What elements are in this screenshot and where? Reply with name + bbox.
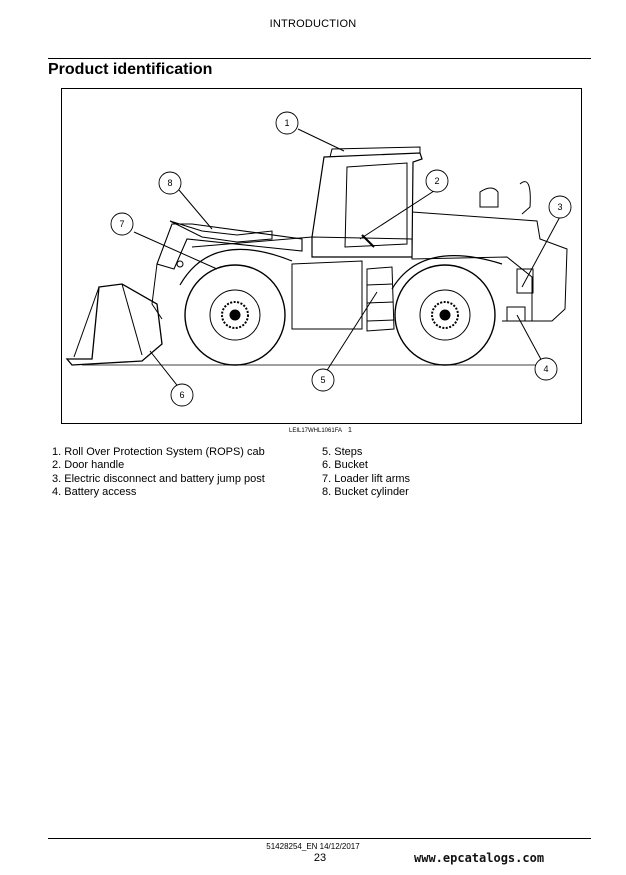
- legend-item: 1. Roll Over Protection System (ROPS) ca…: [52, 446, 265, 459]
- callout-label-6: 6: [179, 390, 184, 400]
- legend-item: 2. Door handle: [52, 459, 265, 472]
- step-line-1: [366, 283, 393, 286]
- bucket-cylinder: [169, 220, 273, 243]
- legend-number: 2.: [52, 459, 62, 472]
- leader-8: [178, 189, 213, 230]
- front-fender: [179, 248, 293, 286]
- front-axle: [229, 309, 241, 321]
- legend-text: Electric disconnect and battery jump pos…: [64, 472, 265, 485]
- callout-label-1: 1: [284, 118, 289, 128]
- legend-text: Battery access: [64, 485, 137, 498]
- arm-pivot: [176, 260, 184, 268]
- callout-circle-3: [548, 195, 572, 219]
- rear-hub: [431, 301, 459, 329]
- legend-item: 7. Loader lift arms: [322, 473, 410, 486]
- callout-label-7: 7: [119, 219, 124, 229]
- bucket-rib: [121, 283, 143, 356]
- front-wheel: [184, 264, 286, 366]
- tilt-linkage: [151, 263, 163, 320]
- legend-number: 8.: [322, 485, 332, 498]
- exhaust-stack: [519, 181, 531, 215]
- door-handle: [361, 234, 375, 248]
- leader-1: [297, 128, 345, 152]
- callout-circle-6: [170, 383, 194, 407]
- document-id: 51428254_EN 14/12/2017: [266, 842, 360, 851]
- figure-number: 1: [348, 427, 352, 434]
- legend-text: Bucket: [334, 459, 368, 472]
- callout-circle-7: [110, 212, 134, 236]
- wheel-loader-figure: 1 2 3 4 5 6 7 8: [61, 88, 582, 424]
- leader-4: [516, 314, 545, 366]
- legend-text: Steps: [334, 446, 363, 458]
- legend-left: 1. Roll Over Protection System (ROPS) ca…: [52, 446, 265, 499]
- page-title: Product identification: [48, 61, 213, 78]
- legend-right: 5. Steps 6. Bucket 7. Loader lift arms 8…: [322, 446, 410, 499]
- bucket: [65, 283, 163, 366]
- legend-item: 8. Bucket cylinder: [322, 486, 410, 499]
- rear-rim: [419, 289, 471, 341]
- callout-label-2: 2: [434, 176, 439, 186]
- pre-cleaner: [479, 187, 499, 208]
- section-header: INTRODUCTION: [269, 18, 357, 30]
- leader-6: [149, 350, 181, 390]
- title-divider: [48, 58, 591, 59]
- callout-circle-4: [534, 357, 558, 381]
- loader-lift-arm: [156, 223, 303, 270]
- legend-item: 5. Steps: [322, 446, 410, 459]
- wheel-loader-illustration: 1 2 3 4 5 6 7 8: [65, 111, 572, 407]
- bucket-edge: [73, 286, 100, 358]
- leader-2: [359, 188, 438, 240]
- step-line-3: [366, 319, 395, 322]
- cab-roof: [329, 146, 421, 158]
- legend-text: Bucket cylinder: [334, 485, 409, 498]
- legend-item: 3. Electric disconnect and battery jump …: [52, 473, 265, 486]
- footer-divider: [48, 838, 591, 839]
- callout-label-4: 4: [543, 364, 548, 374]
- rops-cab: [311, 152, 423, 258]
- rear-wheel: [394, 264, 496, 366]
- leader-7: [133, 231, 218, 270]
- legend-text: Loader lift arms: [334, 472, 411, 485]
- callout-circle-1: [275, 111, 299, 135]
- rear-axle: [439, 309, 451, 321]
- callout-circle-8: [158, 171, 182, 195]
- main-frame: [191, 236, 533, 322]
- legend-number: 6.: [322, 459, 332, 472]
- callout-label-8: 8: [167, 178, 172, 188]
- legend-number: 3.: [52, 472, 62, 485]
- legend-item: 6. Bucket: [322, 459, 410, 472]
- legend-item: 4. Battery access: [52, 486, 265, 499]
- steps: [366, 266, 395, 332]
- step-line-2: [366, 301, 394, 304]
- legend-number: 4.: [52, 485, 62, 498]
- legend-number: 5.: [322, 446, 332, 458]
- cab-window: [344, 162, 408, 248]
- front-hub: [221, 301, 249, 329]
- leader-3: [521, 212, 563, 288]
- leader-5: [323, 291, 378, 376]
- callout-circle-5: [311, 368, 335, 392]
- rear-fender: [391, 255, 503, 290]
- callout-label-3: 3: [557, 202, 562, 212]
- callout-label-5: 5: [320, 375, 325, 385]
- legend-number: 7.: [322, 472, 332, 485]
- callout-circle-2: [425, 169, 449, 193]
- legend-text: Door handle: [64, 459, 125, 472]
- battery-box: [506, 306, 526, 322]
- center-frame: [291, 260, 363, 330]
- page-number: 23: [313, 852, 327, 864]
- figure-code: LEIL17WHL1061FA: [289, 428, 343, 434]
- front-rim: [209, 289, 261, 341]
- rear-light: [516, 268, 534, 294]
- legend-number: 1.: [52, 446, 62, 458]
- legend-text: Roll Over Protection System (ROPS) cab: [64, 446, 265, 458]
- engine-hood: [411, 211, 568, 322]
- watermark-link[interactable]: www.epcatalogs.com: [414, 851, 545, 865]
